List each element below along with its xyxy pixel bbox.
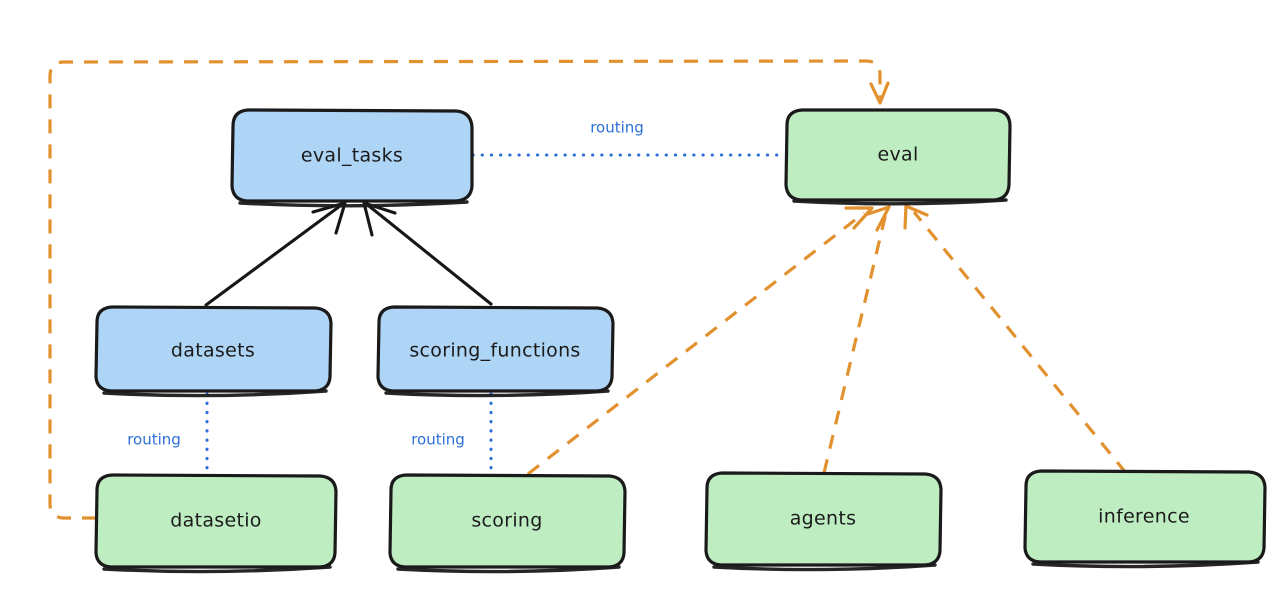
edge-datasets-to-eval-tasks: [204, 201, 347, 307]
node-label-eval: eval: [877, 144, 918, 166]
edge-datasetio-to-eval: [48, 59, 890, 520]
node-agents[interactable]: agents: [704, 471, 943, 572]
node-inference[interactable]: inference: [1023, 469, 1267, 569]
node-label-inference: inference: [1098, 506, 1190, 528]
node-datasets[interactable]: datasets: [94, 305, 333, 398]
edge-label-routing-datasetio: routing: [127, 431, 181, 449]
node-eval-tasks[interactable]: eval_tasks: [230, 108, 474, 208]
edge-scoring-to-eval: [527, 206, 874, 476]
node-label-datasetio: datasetio: [170, 510, 261, 532]
node-datasetio[interactable]: datasetio: [94, 473, 338, 574]
node-label-agents: agents: [790, 508, 857, 530]
node-label-scoring: scoring: [471, 510, 542, 532]
edge-label-routing-eval: routing: [590, 119, 644, 137]
node-label-datasets: datasets: [171, 340, 255, 362]
edge-scoring-functions-to-scoring: routing: [411, 392, 493, 474]
node-scoring-functions[interactable]: scoring_functions: [376, 305, 615, 398]
edge-agents-to-eval: [822, 205, 891, 474]
node-label-eval-tasks: eval_tasks: [301, 145, 403, 167]
edge-scoring-functions-to-eval-tasks: [362, 201, 493, 306]
edge-datasets-to-datasetio: routing: [127, 392, 209, 474]
node-eval[interactable]: eval: [784, 108, 1012, 206]
edge-inference-to-eval: [903, 204, 1128, 475]
edge-label-routing-scoring: routing: [411, 431, 465, 449]
node-scoring[interactable]: scoring: [388, 473, 627, 574]
edge-eval-tasks-to-eval: routing: [471, 119, 786, 157]
node-label-scoring-functions: scoring_functions: [409, 340, 580, 362]
